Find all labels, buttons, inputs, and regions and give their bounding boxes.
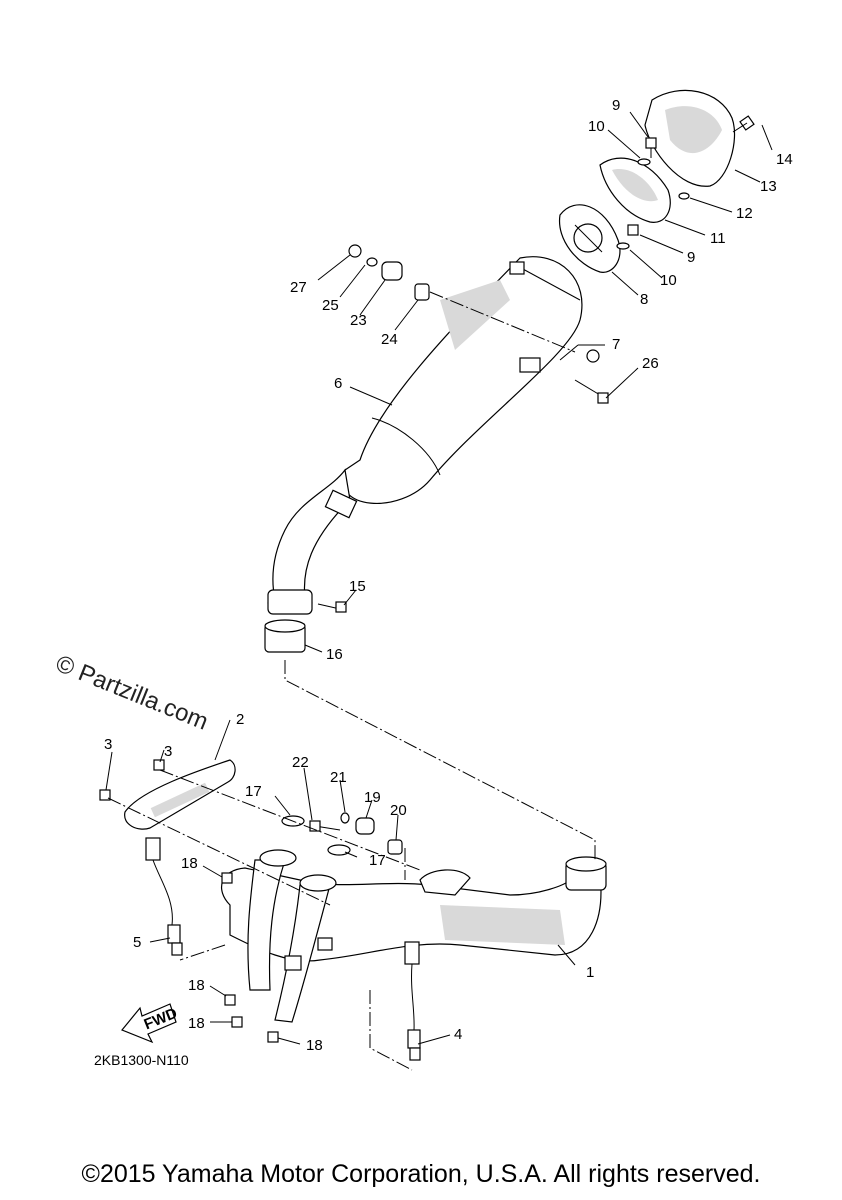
callout-26: 26 (642, 355, 659, 372)
muffler-body[interactable] (267, 256, 583, 615)
callout-25: 25 (322, 297, 339, 314)
collar-24[interactable] (414, 283, 430, 301)
washer-10-bottom[interactable] (616, 242, 630, 250)
callout-4: 4 (454, 1026, 462, 1043)
callout-22: 22 (292, 754, 309, 771)
callout-6: 6 (334, 375, 342, 392)
exhaust-pipe[interactable] (221, 849, 607, 1023)
cap-7[interactable] (586, 349, 600, 363)
diagram-code: 2KB1300-N110 (94, 1052, 189, 1068)
callout-18: 18 (306, 1037, 323, 1054)
washer-25[interactable] (366, 257, 378, 267)
callout-23: 23 (350, 312, 367, 329)
callout-3: 3 (164, 743, 172, 760)
callout-16: 16 (326, 646, 343, 663)
bolt-3-left[interactable] (99, 789, 111, 801)
callout-13: 13 (760, 178, 777, 195)
screw-9-top[interactable] (645, 137, 657, 158)
collar-20[interactable] (387, 839, 403, 855)
callout-labels: 9 10 14 13 12 11 9 10 8 27 25 23 24 7 26… (104, 97, 793, 1054)
callout-18: 18 (188, 977, 205, 994)
callout-15: 15 (349, 578, 366, 595)
callout-1: 1 (586, 964, 594, 981)
callout-17: 17 (369, 852, 386, 869)
muffler-end-plate[interactable] (558, 204, 621, 273)
heat-protector[interactable] (124, 759, 236, 830)
muffler-end-cap-cover[interactable] (644, 89, 736, 187)
callout-24: 24 (381, 331, 398, 348)
bolt-14[interactable] (732, 115, 755, 133)
callout-5: 5 (133, 934, 141, 951)
washer-21[interactable] (340, 812, 350, 824)
callout-7: 7 (612, 336, 620, 353)
callout-20: 20 (390, 802, 407, 819)
gasket-17-right[interactable] (327, 844, 351, 856)
callout-11: 11 (710, 230, 726, 247)
washer-12[interactable] (678, 192, 690, 200)
callout-2: 2 (236, 711, 244, 728)
callout-10: 10 (588, 118, 605, 135)
exhaust-gasket[interactable] (264, 619, 306, 653)
callout-12: 12 (736, 205, 753, 222)
callout-18: 18 (181, 855, 198, 872)
nut-18-a[interactable] (221, 872, 233, 884)
nut-18-d[interactable] (267, 1031, 279, 1043)
leader-lines (105, 111, 773, 1045)
callout-3: 3 (104, 736, 112, 753)
callout-9: 9 (612, 97, 620, 114)
callout-8: 8 (640, 291, 648, 308)
o2-sensor-front[interactable] (145, 837, 183, 956)
o2-sensor-rear[interactable] (404, 941, 421, 1061)
muffler-end-bracket[interactable] (599, 157, 671, 223)
callout-17: 17 (245, 783, 262, 800)
copyright-notice: ©2015 Yamaha Motor Corporation, U.S.A. A… (81, 1160, 761, 1188)
washer-10-top[interactable] (637, 158, 651, 166)
nut-18-c[interactable] (231, 1016, 243, 1028)
damper-19[interactable] (355, 817, 375, 835)
callout-9: 9 (687, 249, 695, 266)
nut-18-b[interactable] (224, 994, 236, 1006)
bolt-3-right[interactable] (153, 759, 165, 771)
bolt-22[interactable] (309, 820, 341, 832)
bolt-15[interactable] (317, 601, 347, 613)
callout-27: 27 (290, 279, 307, 296)
callout-10: 10 (660, 272, 677, 289)
screw-9-bottom[interactable] (627, 224, 639, 236)
callout-14: 14 (776, 151, 793, 168)
nut-27[interactable] (348, 244, 362, 258)
callout-21: 21 (330, 769, 347, 786)
callout-18: 18 (188, 1015, 205, 1032)
fwd-arrow: FWD (121, 1003, 180, 1044)
callout-19: 19 (364, 789, 381, 806)
bolt-26[interactable] (574, 379, 609, 404)
damper-23[interactable] (381, 261, 403, 281)
assembly-lines (107, 291, 596, 1071)
